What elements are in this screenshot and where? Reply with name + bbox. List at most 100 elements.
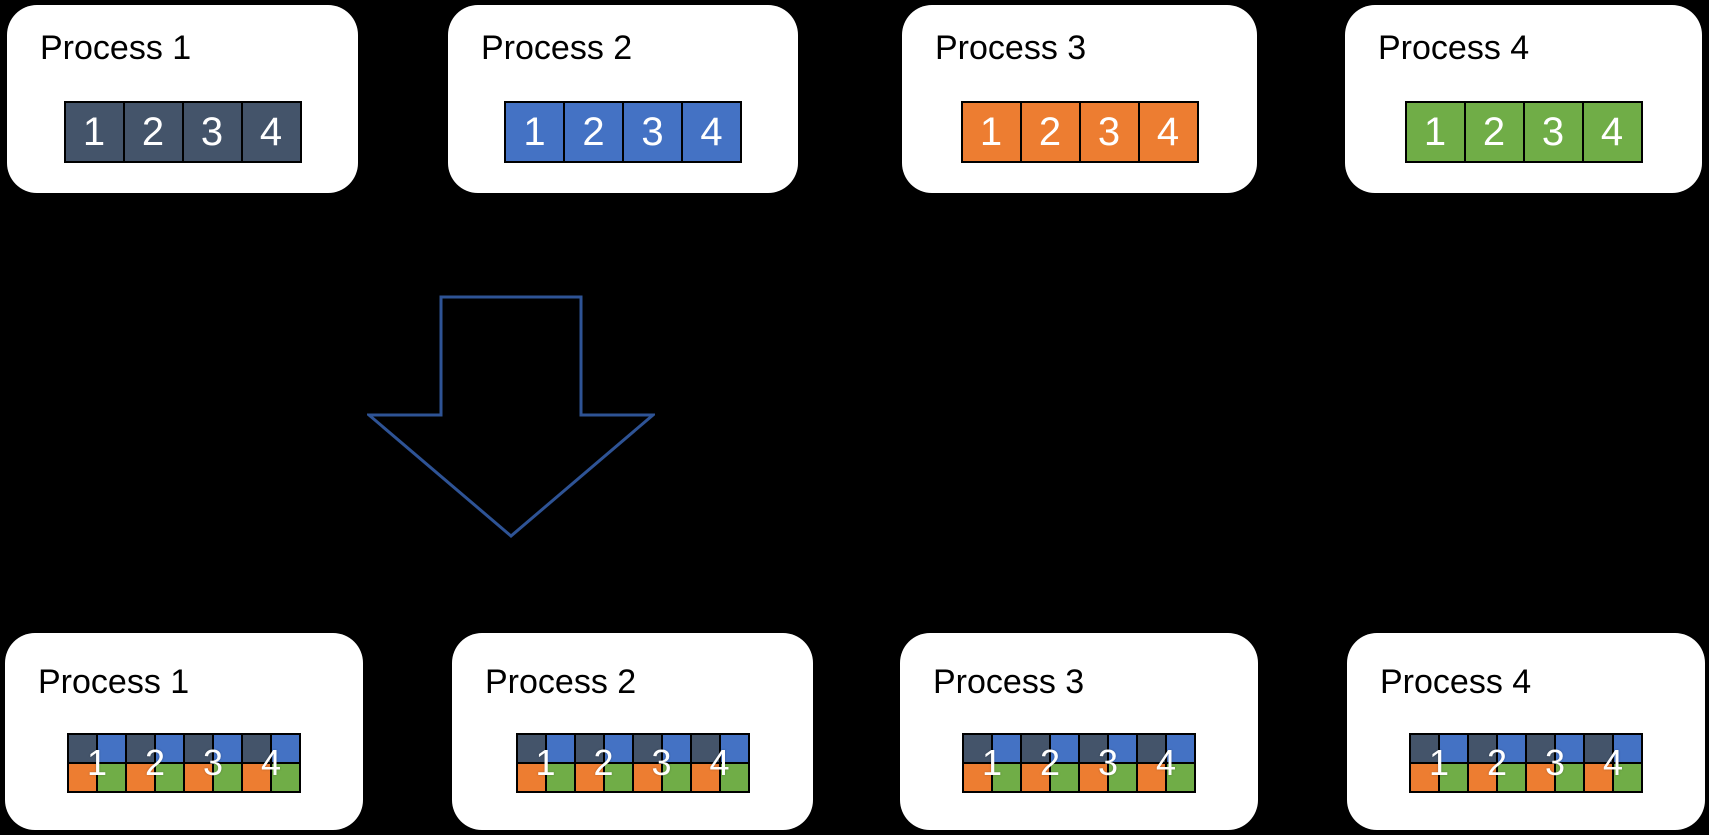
block-number: 1 xyxy=(86,742,108,783)
data-cell-green xyxy=(98,764,125,791)
data-cell: 4 xyxy=(1581,101,1643,163)
send-buffer: 1 2 3 4 xyxy=(1404,101,1643,163)
data-cell-slate xyxy=(1411,735,1438,762)
data-cell-green xyxy=(272,764,299,791)
data-cell: 4 xyxy=(1137,101,1199,163)
data-cell: 3 xyxy=(622,101,683,163)
data-cell-green xyxy=(1614,764,1641,791)
block-number: 2 xyxy=(1039,742,1061,783)
data-cell: 4 xyxy=(240,101,302,163)
data-cell: 4 xyxy=(681,101,742,163)
process-box-bottom-2: Process 2 1 2 3 4 xyxy=(452,633,813,830)
data-cell: 3 xyxy=(181,101,243,163)
data-cell-slate xyxy=(575,735,603,762)
data-cell-blue xyxy=(1051,735,1078,762)
data-cell-orange xyxy=(1080,764,1107,791)
process-title: Process 4 xyxy=(1380,663,1532,701)
down-arrow-outline xyxy=(367,295,655,538)
gathered-buffer: 1 2 3 4 xyxy=(962,733,1196,793)
data-cell-blue xyxy=(1440,735,1467,762)
data-cell-green xyxy=(1556,764,1583,791)
block-number: 1 xyxy=(981,742,1003,783)
data-cell-slate xyxy=(243,735,270,762)
process-box-top-4: Process 4 1 2 3 4 xyxy=(1345,5,1702,193)
data-cell-green xyxy=(214,764,241,791)
data-cell: 2 xyxy=(1463,101,1525,163)
data-cell-green xyxy=(1440,764,1467,791)
data-cell-orange xyxy=(1022,764,1049,791)
process-title: Process 1 xyxy=(40,29,192,67)
data-cell-green xyxy=(546,764,574,791)
data-cell: 3 xyxy=(1522,101,1584,163)
data-cell-green xyxy=(720,764,748,791)
data-cell-orange xyxy=(691,764,719,791)
data-cell: 2 xyxy=(563,101,624,163)
process-box-bottom-1: Process 1 1 2 3 4 xyxy=(5,633,363,830)
data-cell-green xyxy=(1051,764,1078,791)
gathered-buffer: 1 2 3 4 xyxy=(515,733,750,793)
data-cell-orange xyxy=(185,764,212,791)
block-number: 3 xyxy=(651,742,672,783)
gathered-buffer: 1 2 3 4 xyxy=(67,733,301,793)
block-number: 2 xyxy=(144,742,166,783)
data-cell-slate xyxy=(517,735,545,762)
data-cell-green xyxy=(1498,764,1525,791)
data-cell-slate xyxy=(127,735,154,762)
data-cell-orange xyxy=(1585,764,1612,791)
down-arrow-icon xyxy=(367,295,655,538)
process-title: Process 2 xyxy=(481,29,633,67)
block-number: 3 xyxy=(1544,742,1566,783)
data-cell-green xyxy=(156,764,183,791)
data-cell-slate xyxy=(1022,735,1049,762)
data-cell-slate xyxy=(1080,735,1107,762)
send-buffer: 1 2 3 4 xyxy=(504,101,742,163)
process-box-bottom-4: Process 4 1 2 3 4 xyxy=(1347,633,1705,830)
data-cell-green xyxy=(604,764,632,791)
data-cell: 1 xyxy=(63,101,125,163)
data-cell-green xyxy=(1109,764,1136,791)
block-number: 3 xyxy=(1097,742,1119,783)
process-title: Process 1 xyxy=(38,663,190,701)
data-cell-orange xyxy=(243,764,270,791)
data-cell-orange xyxy=(69,764,96,791)
block-number: 4 xyxy=(1602,742,1624,783)
block-number: 2 xyxy=(1486,742,1508,783)
data-cell-blue xyxy=(1109,735,1136,762)
process-title: Process 3 xyxy=(935,29,1087,67)
data-cell-blue xyxy=(993,735,1020,762)
block-number: 2 xyxy=(593,742,614,783)
data-cell-blue xyxy=(720,735,748,762)
data-cell: 3 xyxy=(1078,101,1140,163)
block-number: 4 xyxy=(260,742,282,783)
data-cell: 1 xyxy=(504,101,565,163)
data-cell-blue xyxy=(214,735,241,762)
data-cell-green xyxy=(993,764,1020,791)
process-box-bottom-3: Process 3 1 2 3 4 xyxy=(900,633,1258,830)
data-cell-orange xyxy=(127,764,154,791)
block-number: 4 xyxy=(709,742,730,783)
data-cell-blue xyxy=(662,735,690,762)
data-cell-green xyxy=(1167,764,1194,791)
data-cell-blue xyxy=(98,735,125,762)
block-number: 1 xyxy=(535,742,556,783)
data-cell-orange xyxy=(575,764,603,791)
data-cell-slate xyxy=(1585,735,1612,762)
data-cell: 1 xyxy=(1404,101,1466,163)
data-cell-blue xyxy=(272,735,299,762)
data-cell-blue xyxy=(1498,735,1525,762)
send-buffer: 1 2 3 4 xyxy=(63,101,302,163)
data-cell: 2 xyxy=(122,101,184,163)
data-cell-slate xyxy=(1138,735,1165,762)
data-cell: 1 xyxy=(960,101,1022,163)
data-cell-orange xyxy=(1411,764,1438,791)
process-title: Process 4 xyxy=(1378,29,1530,67)
process-box-top-3: Process 3 1 2 3 4 xyxy=(902,5,1257,193)
data-cell-blue xyxy=(604,735,632,762)
data-cell-blue xyxy=(1556,735,1583,762)
data-cell-slate xyxy=(1469,735,1496,762)
data-cell-green xyxy=(662,764,690,791)
data-cell-orange xyxy=(1138,764,1165,791)
data-cell-blue xyxy=(1167,735,1194,762)
data-cell-orange xyxy=(964,764,991,791)
data-cell-slate xyxy=(185,735,212,762)
